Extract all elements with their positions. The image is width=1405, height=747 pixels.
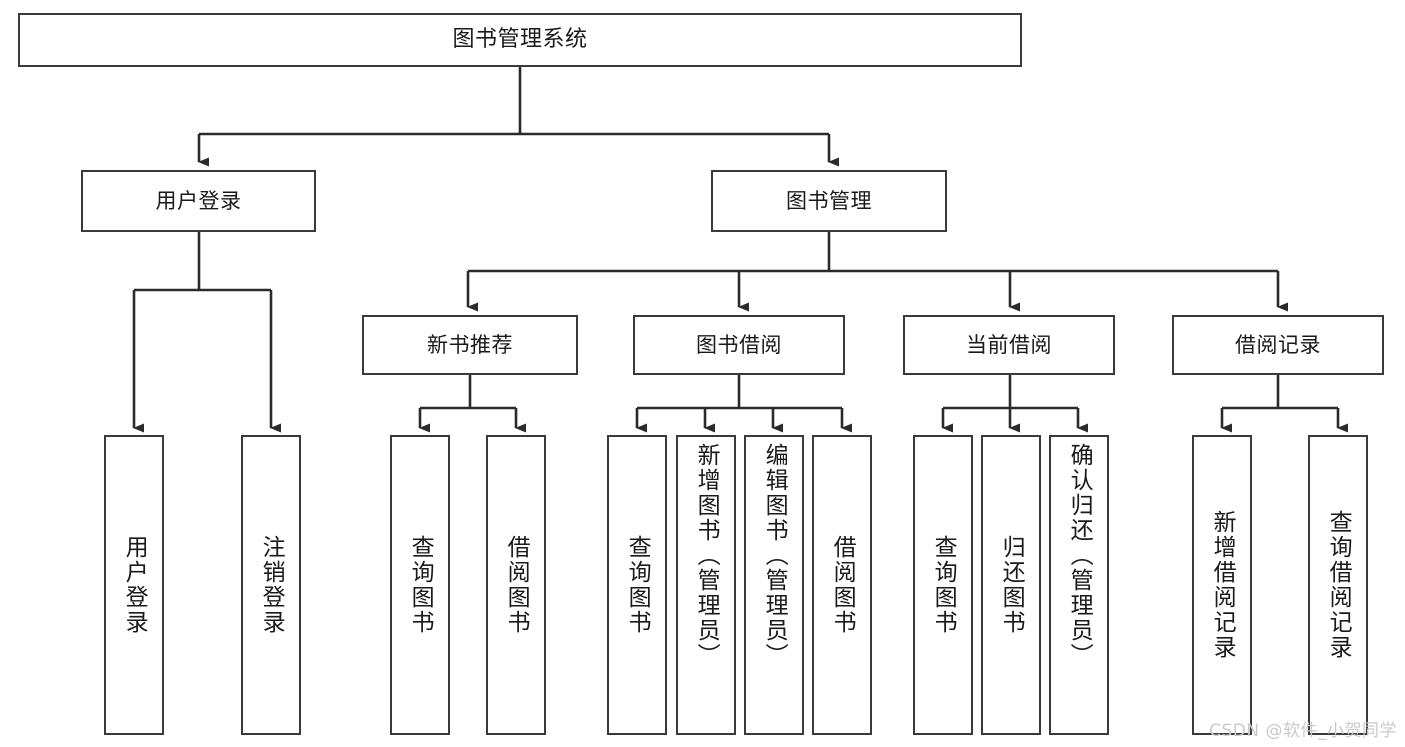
leaf-add-borrow-record[interactable]: 新增借阅记录: [1192, 435, 1252, 735]
node-label: 图书管理系统: [452, 27, 588, 53]
leaf-query-book-current[interactable]: 查询图书: [913, 435, 973, 735]
leaf-query-borrow-record[interactable]: 查询借阅记录: [1308, 435, 1368, 735]
node-label: 借阅图书: [503, 535, 530, 635]
node-label: 确认归还（管理员）: [1066, 443, 1093, 668]
leaf-borrow-book-borrow[interactable]: 借阅图书: [812, 435, 872, 735]
node-label: 查询图书: [930, 535, 957, 635]
node-label: 新书推荐: [427, 332, 513, 357]
node-label: 注销登录: [258, 535, 285, 635]
leaf-user-logout[interactable]: 注销登录: [241, 435, 301, 735]
node-label: 查询借阅记录: [1325, 510, 1352, 660]
node-borrow-records[interactable]: 借阅记录: [1172, 315, 1384, 375]
node-label: 当前借阅: [966, 332, 1052, 357]
leaf-return-book[interactable]: 归还图书: [981, 435, 1041, 735]
node-label: 图书管理: [786, 188, 872, 213]
node-label: 借阅记录: [1235, 332, 1321, 357]
leaf-user-login[interactable]: 用户登录: [104, 435, 164, 735]
leaf-confirm-return-admin[interactable]: 确认归还（管理员）: [1049, 435, 1109, 735]
node-root-book-management-system[interactable]: 图书管理系统: [18, 13, 1022, 67]
node-label: 用户登录: [155, 188, 242, 213]
node-label: 编辑图书（管理员）: [761, 443, 788, 668]
node-label: 新增图书（管理员）: [693, 443, 720, 668]
node-label: 查询图书: [407, 535, 434, 635]
leaf-edit-book-admin[interactable]: 编辑图书（管理员）: [744, 435, 804, 735]
node-label: 查询图书: [624, 535, 651, 635]
node-label: 用户登录: [121, 535, 148, 635]
csdn-watermark: CSDN @软件_小贺同学: [1209, 721, 1397, 741]
node-book-borrowing[interactable]: 图书借阅: [633, 315, 845, 375]
node-current-borrowing[interactable]: 当前借阅: [903, 315, 1115, 375]
leaf-query-book-borrow[interactable]: 查询图书: [607, 435, 667, 735]
node-label: 借阅图书: [829, 535, 856, 635]
leaf-add-book-admin[interactable]: 新增图书（管理员）: [676, 435, 736, 735]
node-book-management[interactable]: 图书管理: [711, 170, 947, 232]
node-user-login[interactable]: 用户登录: [81, 170, 316, 232]
leaf-query-book-new-rec[interactable]: 查询图书: [390, 435, 450, 735]
node-label: 归还图书: [998, 535, 1025, 635]
node-new-book-recommendation[interactable]: 新书推荐: [362, 315, 578, 375]
node-label: 新增借阅记录: [1209, 510, 1236, 660]
leaf-borrow-book-new-rec[interactable]: 借阅图书: [486, 435, 546, 735]
node-label: 图书借阅: [696, 332, 782, 357]
